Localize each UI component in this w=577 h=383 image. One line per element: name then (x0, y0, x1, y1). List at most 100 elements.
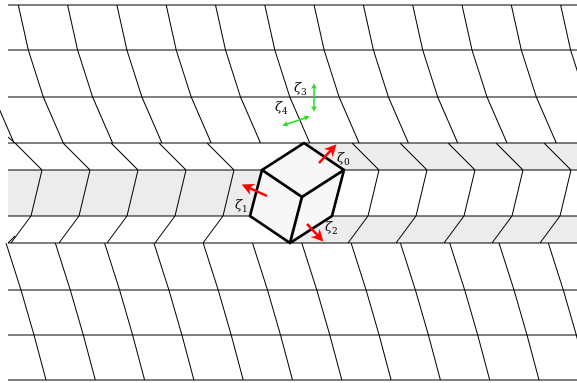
slant-line (92, 96, 114, 144)
slant-line (119, 289, 134, 336)
slant-line (132, 334, 146, 381)
chevron-line (495, 142, 524, 171)
slant-line (225, 49, 241, 98)
chevron-line (543, 142, 572, 171)
slant-line (329, 334, 343, 381)
slant-line (0, 109, 15, 144)
zeta4-label: ζ4 (275, 100, 288, 117)
chevron-line (559, 169, 572, 217)
zeta0-arrow (318, 144, 337, 164)
green-arrows (282, 83, 317, 127)
slant-line (202, 242, 219, 291)
slant-line (486, 96, 508, 144)
slant-line (153, 242, 170, 291)
slant-line (510, 4, 522, 51)
slant-line (513, 289, 528, 336)
zeta3-label: ζ3 (294, 81, 307, 98)
slant-line (42, 96, 64, 144)
chevron-line (62, 142, 91, 171)
slant-line (17, 4, 29, 51)
chevron-line (351, 142, 380, 171)
chevron-line (106, 215, 128, 244)
zeta4-arrow-left (282, 120, 297, 127)
slant-line (387, 96, 409, 144)
slant-line (313, 4, 325, 51)
slant-line (54, 242, 71, 291)
slant-line (365, 289, 380, 336)
slant-line (350, 242, 367, 291)
slant-line (215, 4, 226, 51)
slant-line (323, 49, 340, 98)
chevron-line (206, 142, 235, 171)
slant-line (464, 289, 479, 336)
slant-line (316, 289, 331, 336)
slant-line (526, 334, 540, 381)
zeta2-label: ζ2 (325, 220, 338, 237)
slant-line (168, 289, 183, 336)
slant-line (449, 242, 466, 291)
chevron-line (174, 169, 187, 217)
slant-line (477, 334, 491, 381)
edge-mark (7, 136, 16, 144)
slant-line (165, 4, 177, 51)
chevron-line (395, 215, 417, 244)
slant-line (104, 242, 121, 291)
slant-line (427, 334, 441, 381)
slant-line (67, 4, 79, 51)
slant-line (471, 49, 488, 98)
chevron-line (58, 215, 80, 244)
shaded-row-right-bottom (290, 216, 577, 243)
tiling-lines (0, 4, 577, 381)
chevron-line (447, 142, 476, 171)
slant-line (437, 96, 459, 144)
chevron-line (202, 215, 224, 244)
slant-line (378, 334, 392, 381)
slant-line (422, 49, 439, 98)
slant-line (399, 242, 416, 291)
zeta1-label: ζ1 (235, 198, 248, 215)
slant-line (217, 289, 232, 336)
slant-line (181, 334, 195, 381)
chevron-line (443, 215, 465, 244)
zeta2-arrow (306, 223, 324, 242)
chevron-line (126, 169, 139, 217)
slant-line (301, 242, 318, 291)
chevron-line (154, 215, 176, 244)
slant-line (372, 49, 389, 98)
chevron-line (399, 142, 428, 171)
slant-line (33, 334, 47, 381)
zeta1-arrow (241, 184, 268, 198)
slant-line (520, 49, 537, 98)
chevron-line (511, 169, 524, 217)
chevron-line (158, 142, 187, 171)
slant-line (190, 96, 212, 144)
slant-line (240, 96, 261, 144)
slant-line (562, 289, 577, 336)
shaded-band-layer (8, 143, 577, 243)
shaded-row-left (8, 170, 262, 216)
slant-line (252, 242, 268, 291)
slant-line (116, 4, 128, 51)
chevron-line (463, 169, 476, 217)
chevron-line (367, 169, 380, 217)
red-arrows (241, 144, 337, 242)
zeta0-label: ζ0 (337, 151, 350, 168)
slant-line (535, 96, 557, 144)
edge-mark (7, 235, 16, 244)
slant-line (230, 334, 244, 381)
chevron-line (539, 215, 561, 244)
slant-line (570, 49, 577, 72)
slant-line (5, 242, 22, 291)
cube-right-face (288, 168, 346, 245)
chevron-line (30, 169, 43, 217)
slant-line (141, 96, 163, 144)
slant-line (77, 49, 94, 98)
slant-line (264, 4, 276, 51)
chevron-line (222, 169, 235, 217)
chevron-line (78, 169, 91, 217)
slant-line (414, 289, 429, 336)
slant-line (274, 49, 291, 98)
slant-line (362, 4, 374, 51)
chevron-line (415, 169, 428, 217)
slant-line (547, 242, 564, 291)
